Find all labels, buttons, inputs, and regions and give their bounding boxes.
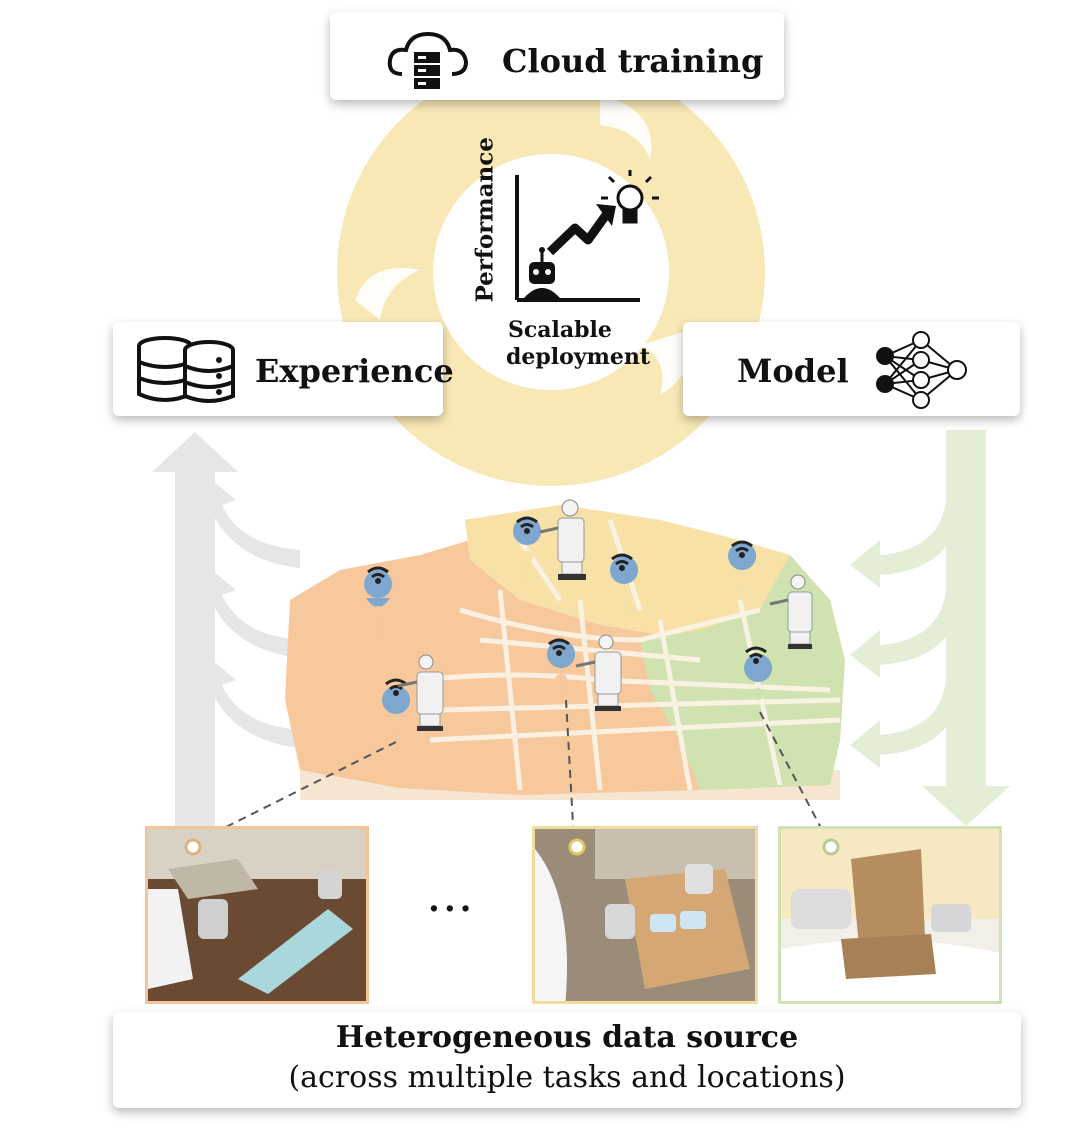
robot-icon xyxy=(524,247,560,298)
robot-icon xyxy=(397,654,444,731)
pin-icon xyxy=(610,556,639,615)
pin-icon xyxy=(728,542,757,606)
performance-axis-label: Performance xyxy=(471,137,499,303)
experience-upload-arrow xyxy=(152,432,300,830)
experience-title: Experience xyxy=(255,352,454,390)
wifi-icons xyxy=(367,516,767,696)
pin-icon xyxy=(513,517,542,580)
photo-folding-cloth xyxy=(145,826,369,1004)
location-pins xyxy=(364,516,773,748)
model-download-arrow xyxy=(850,430,1010,826)
photo-box-packing xyxy=(532,826,758,1004)
cloud-server-icon xyxy=(387,31,469,89)
robot-icon xyxy=(769,574,813,649)
experience-card: Experience xyxy=(113,322,454,416)
cloud-training-title: Cloud training xyxy=(502,42,764,80)
pin-icon xyxy=(547,640,576,704)
map-robots xyxy=(397,499,813,731)
cloud-training-card: Cloud training xyxy=(330,12,784,100)
deployment-label: deployment xyxy=(506,344,651,370)
neural-network-icon xyxy=(876,331,967,409)
ellipsis: ... xyxy=(428,880,476,920)
robot-icon xyxy=(575,634,622,711)
robot-icon xyxy=(539,499,586,580)
data-source-card: Heterogeneous data source (across multip… xyxy=(113,1012,1021,1108)
pin-icon xyxy=(744,654,773,718)
connector-lines xyxy=(189,699,831,846)
model-card: Model xyxy=(683,322,1020,416)
database-icon xyxy=(137,336,235,403)
data-source-title: Heterogeneous data source xyxy=(335,1020,799,1055)
pin-icon xyxy=(382,686,411,748)
model-title: Model xyxy=(737,352,849,390)
pin-icon xyxy=(364,570,393,638)
scalable-label: Scalable xyxy=(508,317,612,343)
performance-chart xyxy=(515,170,659,302)
photo-box-folding xyxy=(778,826,1002,1004)
lightbulb-icon xyxy=(601,170,659,224)
data-source-subtitle: (across multiple tasks and locations) xyxy=(288,1060,846,1095)
